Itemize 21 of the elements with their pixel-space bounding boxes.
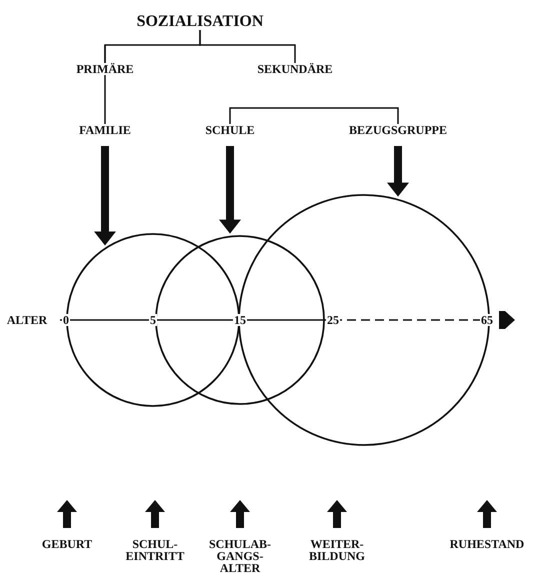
agent-label: SCHULE (205, 124, 255, 136)
block-arrow (219, 146, 241, 234)
life-event-label: GEBURT (40, 538, 94, 550)
agent-label: BEZUGSGRUPPE (349, 124, 447, 136)
connector-line (199, 30, 296, 63)
axis-tick-label: 65 (480, 314, 494, 326)
axis-label: ALTER (6, 314, 48, 326)
axis-tick-label: 0 (62, 314, 70, 326)
block-arrow (387, 146, 409, 197)
agent-label: FAMILIE (79, 124, 131, 136)
axis-tick-label: 5 (149, 314, 157, 326)
axis-tick-label: 25 (326, 314, 340, 326)
branch-label: SEKUNDÄRE (257, 63, 333, 75)
life-event-label: SCHUL- EINTRITT (124, 538, 186, 562)
life-event-label: SCHULAB- GANGS- ALTER (208, 538, 272, 574)
block-arrow (94, 146, 116, 246)
axis-tick-label: 15 (233, 314, 247, 326)
life-event-label: RUHESTAND (448, 538, 526, 550)
branch-label: PRIMÄRE (76, 63, 134, 75)
connector-line (229, 107, 399, 124)
life-event-label: WEITER- BILDUNG (308, 538, 366, 562)
